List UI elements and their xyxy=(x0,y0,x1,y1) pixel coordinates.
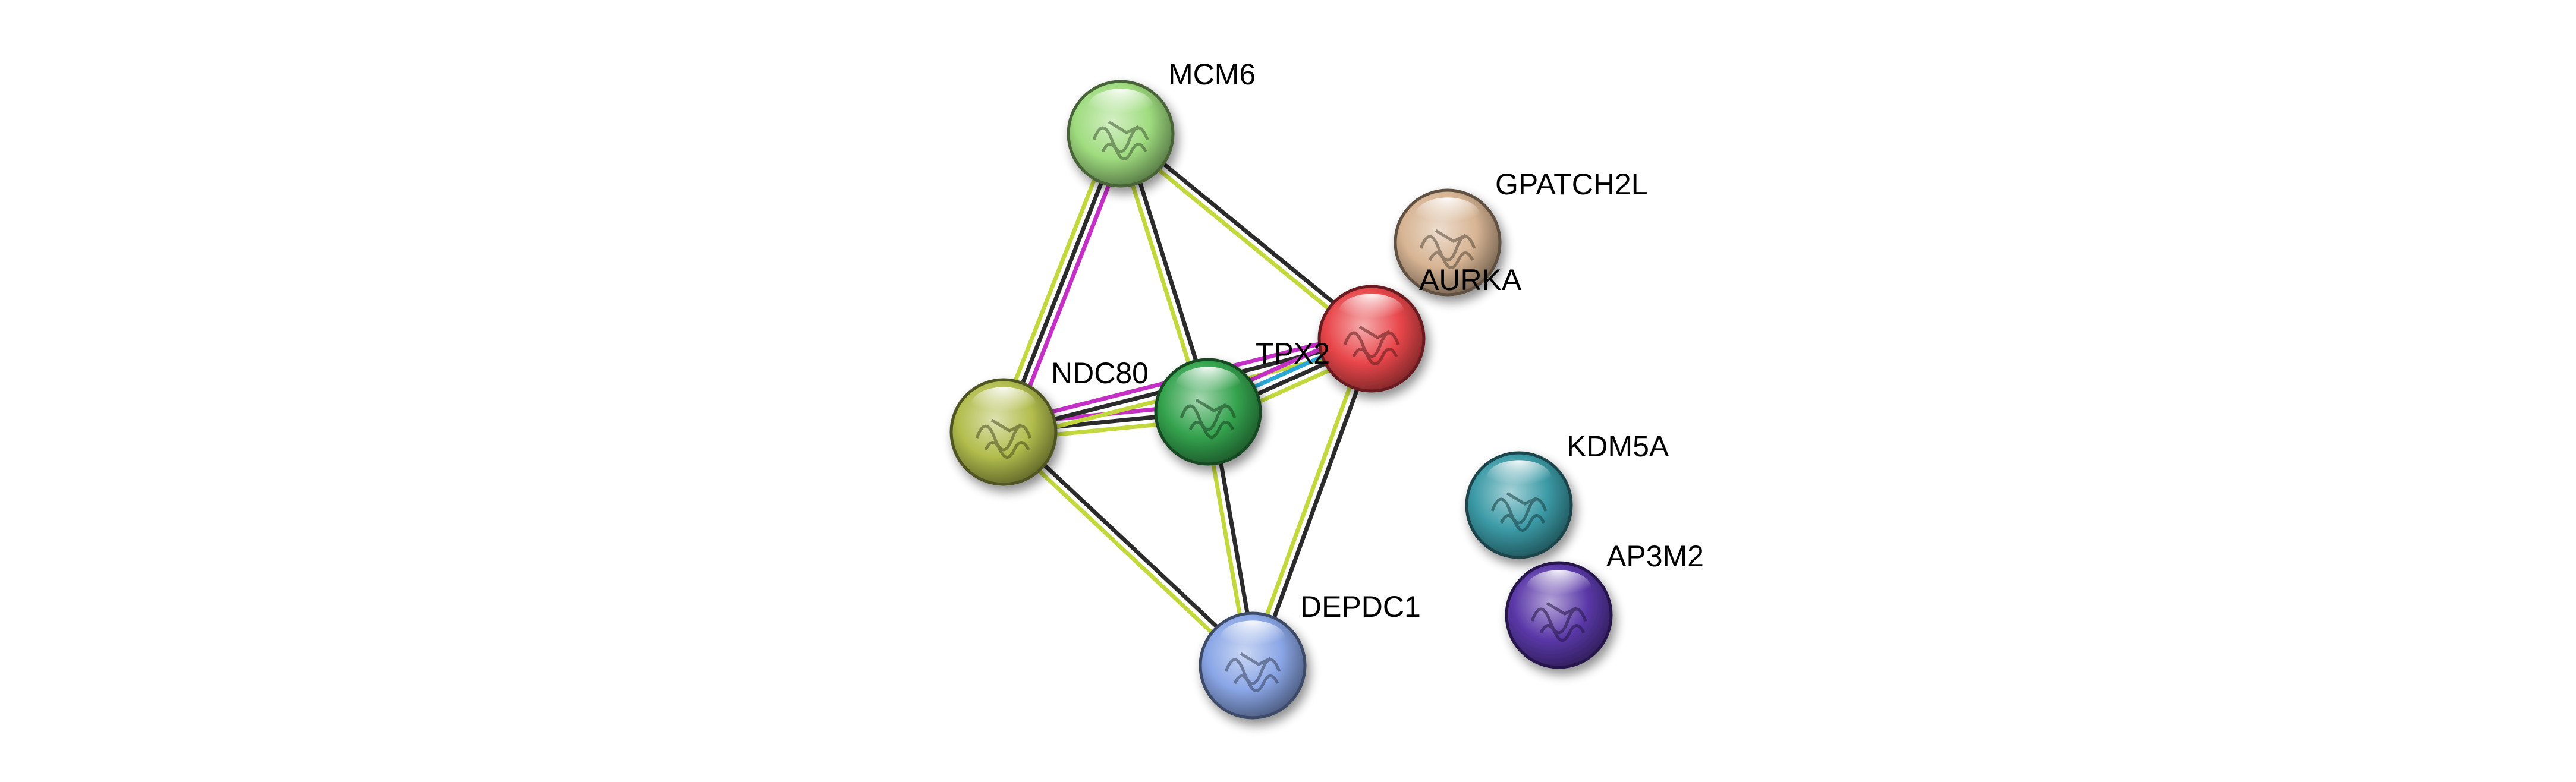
edge-evidence-line xyxy=(999,433,1253,671)
node-highlight xyxy=(1415,197,1480,234)
node-highlight xyxy=(1088,89,1153,125)
edge-evidence-line xyxy=(1004,427,1257,665)
protein-structure-icon xyxy=(1419,229,1476,269)
node-label-depdc1: DEPDC1 xyxy=(1300,590,1421,623)
node-highlight xyxy=(1220,620,1285,657)
protein-structure-icon xyxy=(1180,398,1237,439)
node-highlight xyxy=(1486,460,1552,496)
node-label-ndc80: NDC80 xyxy=(1051,357,1149,390)
node-label-tpx2: TPX2 xyxy=(1256,337,1330,370)
node-highlight xyxy=(971,387,1036,423)
protein-structure-icon xyxy=(1224,652,1281,692)
protein-structure-icon xyxy=(1092,120,1149,160)
node-label-ap3m2: AP3M2 xyxy=(1606,540,1704,573)
node-kdm5a[interactable]: KDM5A xyxy=(1465,430,1669,559)
protein-structure-icon xyxy=(1490,491,1548,532)
edge-aurka-depdc1[interactable] xyxy=(1247,335,1377,669)
node-label-gpatch2l: GPATCH2L xyxy=(1495,168,1648,201)
node-tpx2[interactable]: TPX2 xyxy=(1154,337,1330,466)
edge-evidence-line xyxy=(1121,128,1376,338)
node-mcm6[interactable]: MCM6 xyxy=(1067,58,1256,188)
protein-structure-icon xyxy=(1343,325,1400,365)
node-highlight xyxy=(1526,570,1591,606)
node-label-kdm5a: KDM5A xyxy=(1567,430,1669,463)
node-label-mcm6: MCM6 xyxy=(1168,58,1256,91)
node-aurka[interactable]: AURKA xyxy=(1317,263,1522,393)
edge-ndc80-depdc1[interactable] xyxy=(999,427,1257,671)
node-highlight xyxy=(1339,294,1404,330)
node-highlight xyxy=(1175,367,1241,403)
edge-evidence-line xyxy=(1247,335,1370,667)
node-ndc80[interactable]: NDC80 xyxy=(949,357,1149,486)
protein-structure-icon xyxy=(975,418,1032,459)
edge-evidence-line xyxy=(1254,338,1377,669)
node-ap3m2[interactable]: AP3M2 xyxy=(1505,540,1704,669)
edge-mcm6-aurka[interactable] xyxy=(1116,128,1376,344)
edge-evidence-line xyxy=(994,128,1116,431)
node-depdc1[interactable]: DEPDC1 xyxy=(1199,590,1421,720)
edge-evidence-line xyxy=(1008,134,1130,437)
node-label-aurka: AURKA xyxy=(1419,263,1522,297)
edge-evidence-line xyxy=(1116,134,1372,344)
node-gpatch2l[interactable]: GPATCH2L xyxy=(1394,168,1648,297)
protein-structure-icon xyxy=(1530,601,1587,642)
